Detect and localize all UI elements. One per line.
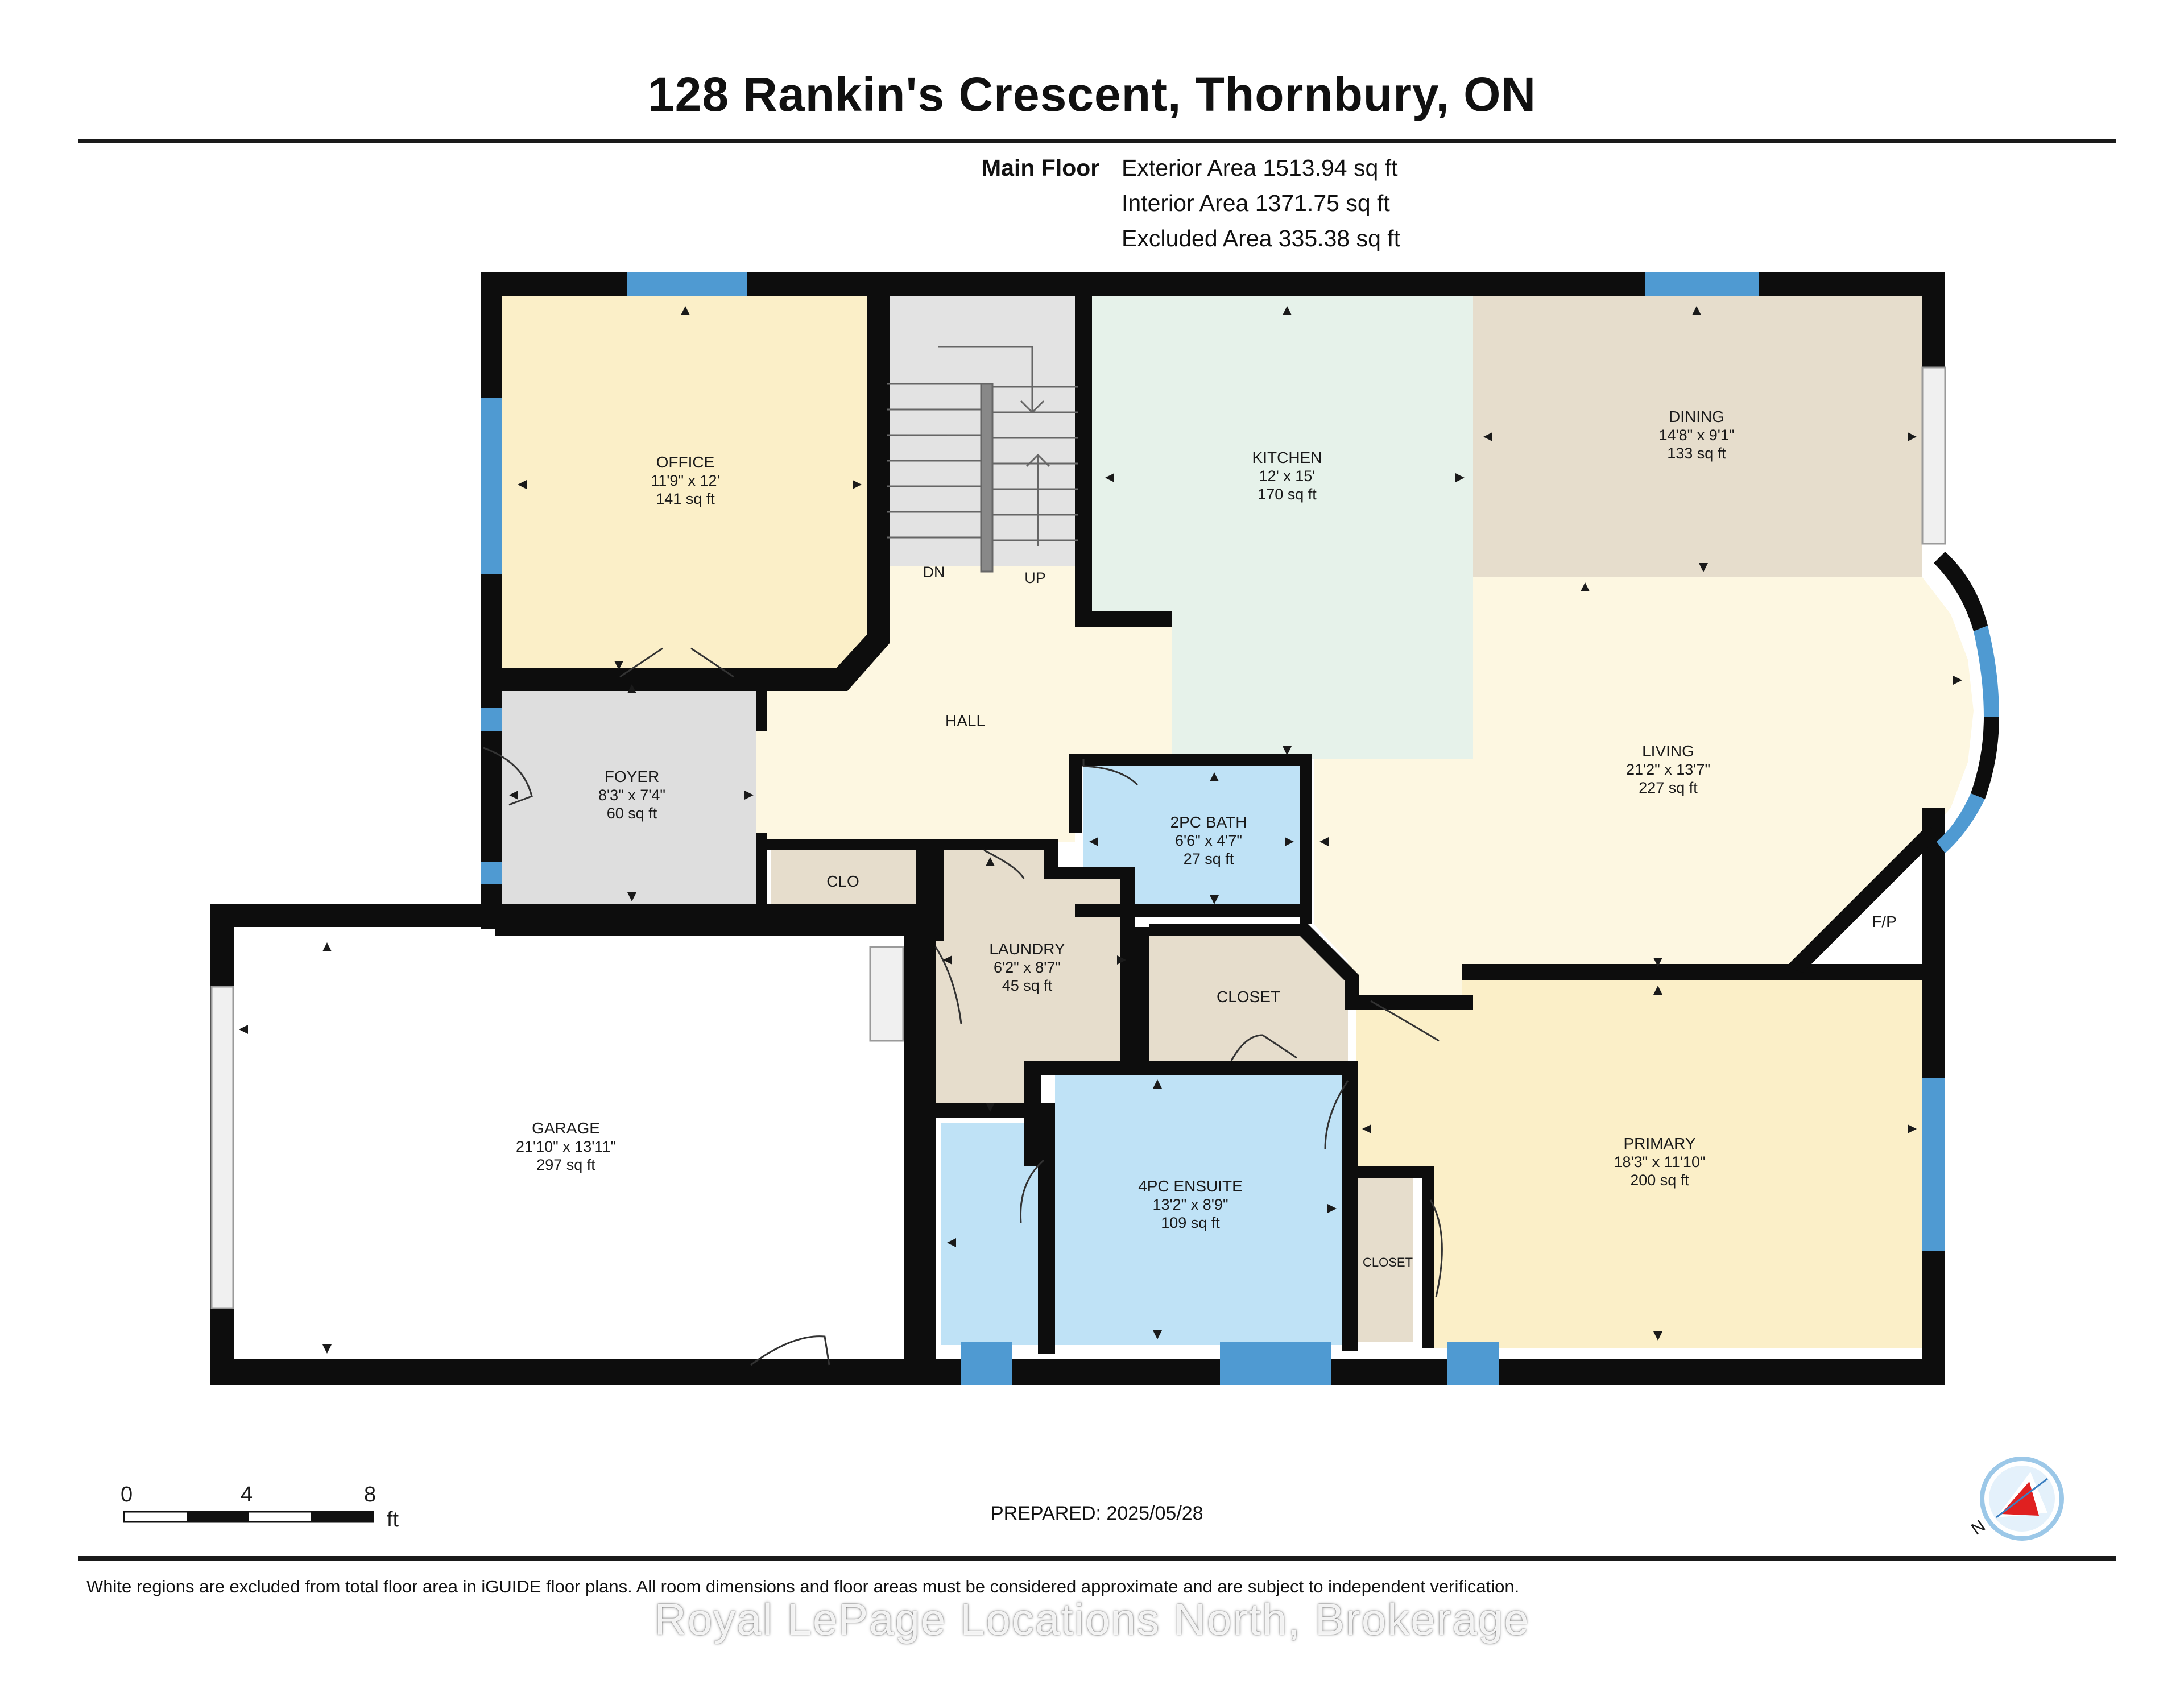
ensuite-name: 4PC ENSUITE [1138,1177,1243,1195]
kitchen-area: 170 sq ft [1258,486,1317,503]
prepared-date: PREPARED: 2025/05/28 [991,1503,1203,1524]
closet-small-room [1356,1177,1413,1342]
office-room [502,296,879,680]
brokerage-watermark: Royal LePage Locations North, Brokerage [654,1594,1530,1644]
dimension-arrows [239,306,1962,1354]
scale-tick-8: 8 [364,1483,376,1507]
ensuite-room [1055,1072,1348,1345]
closet-small-name: CLOSET [1363,1255,1413,1269]
windows [481,272,1945,1385]
excluded-area: Excluded Area 335.38 sq ft [1122,225,1401,251]
foyer-name: FOYER [605,768,659,785]
primary-name: PRIMARY [1623,1135,1695,1152]
clo-name: CLO [826,872,859,890]
hall-room [756,566,1172,842]
primary-dims: 18'3" x 11'10" [1614,1153,1705,1170]
laundry-area: 45 sq ft [1002,977,1053,994]
dining-area: 133 sq ft [1667,445,1726,462]
kitchen-dims: 12' x 15' [1259,467,1316,485]
ensuite-dims: 13'2" x 8'9" [1152,1196,1228,1213]
office-dims: 11'9" x 12' [651,472,719,489]
stairs-up-label: UP [1024,569,1046,586]
dining-name: DINING [1669,408,1724,425]
dining-room [1473,296,1922,577]
floor-label: Main Floor [982,155,1100,181]
interior-area: Interior Area 1371.75 sq ft [1122,190,1390,216]
scale-labels: 0 4 8 ft [121,1483,399,1532]
laundry-dims: 6'2" x 8'7" [994,959,1061,976]
scale-tick-0: 0 [121,1483,133,1507]
hall-name: HALL [945,712,985,730]
door-swings [483,647,1443,1366]
bath2-area: 27 sq ft [1184,850,1234,867]
garage-dims: 21'10" x 13'11" [516,1138,616,1155]
living-area: 227 sq ft [1639,779,1698,796]
bath2-dims: 6'6" x 4'7" [1175,832,1242,849]
bay-window [1934,552,1999,853]
scale-bar [123,1511,374,1523]
clo-room [771,842,919,916]
living-name: LIVING [1642,742,1694,760]
garage-room [225,936,901,1359]
exterior-area: Exterior Area 1513.94 sq ft [1122,155,1398,181]
foyer-room [502,680,756,907]
sliding-doors [210,366,1946,1309]
kitchen-room [1092,296,1473,759]
page-title: 128 Rankin's Crescent, Thornbury, ON [647,68,1537,121]
laundry-name: LAUNDRY [989,940,1065,958]
primary-room [1356,978,1922,1348]
room-labels: OFFICE 11'9" x 12' 141 sq ft KITCHEN 12'… [516,408,1897,1269]
stair-area [879,296,1078,566]
kitchen-name: KITCHEN [1252,449,1322,466]
footer-divider [78,1556,2116,1561]
closet-name: CLOSET [1217,988,1280,1006]
scale-tick-4: 4 [241,1483,253,1507]
foyer-area: 60 sq ft [607,805,657,822]
garage-area: 297 sq ft [536,1156,595,1173]
office-name: OFFICE [656,453,715,471]
title-divider [78,139,2116,143]
living-dims: 21'2" x 13'7" [1626,761,1710,778]
living-room [1314,577,1974,1001]
stairs-down-label: DN [923,564,945,581]
disclaimer-text: White regions are excluded from total fl… [86,1577,1520,1596]
foyer-dims: 8'3" x 7'4" [598,787,665,804]
closet-room [1149,933,1348,1061]
scale-unit: ft [387,1508,399,1532]
dining-dims: 14'8" x 9'1" [1658,427,1734,444]
office-area: 141 sq ft [656,490,715,507]
ensuite-area: 109 sq ft [1161,1214,1220,1231]
ensuite-side [941,1123,1038,1345]
bath2-name: 2PC BATH [1170,813,1247,831]
fp-name: F/P [1872,913,1897,930]
compass-icon: N [1968,1457,2064,1541]
primary-area: 200 sq ft [1630,1172,1689,1189]
stairs [887,346,1078,573]
garage-name: GARAGE [532,1119,600,1137]
